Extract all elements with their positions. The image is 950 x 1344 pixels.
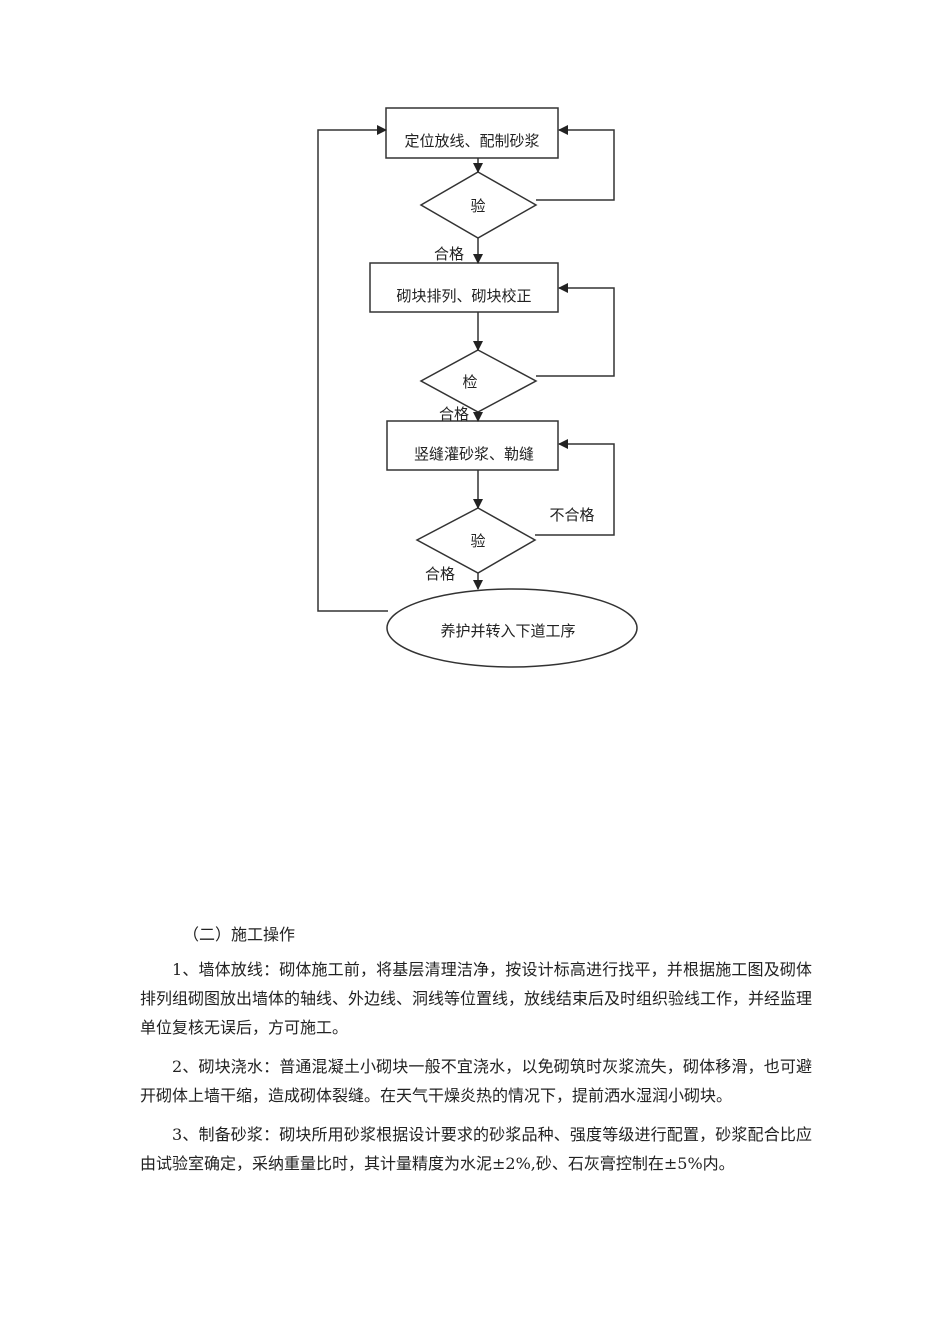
- step1-box: [385, 107, 559, 159]
- step1-label: 定位放线、配制砂浆: [404, 132, 539, 150]
- pass1-label: 合格: [434, 245, 464, 263]
- check1-label: 验: [470, 197, 485, 215]
- section-body: （二）施工操作 1、墙体放线：砌体施工前，将基层清理洁净，按设计标高进行找平，并…: [140, 920, 812, 1188]
- section-heading: （二）施工操作: [183, 925, 296, 944]
- end-label: 养护并转入下道工序: [440, 622, 575, 640]
- fail3-label: 不合格: [549, 506, 594, 524]
- step3-label: 竖缝灌砂浆、勒缝: [414, 445, 534, 463]
- paragraph: 1、墙体放线：砌体施工前，将基层清理洁净，按设计标高进行找平，并根据施工图及砌体…: [140, 960, 813, 1037]
- paragraph: 3、制备砂浆：砌块所用砂浆根据设计要求的砂浆品种、强度等级进行配置，砂浆配合比应…: [140, 1125, 812, 1173]
- paragraph: 2、砌块浇水：普通混凝土小砌块一般不宜浇水，以免砌筑时灰浆流失，砌体移滑，也可避…: [140, 1057, 812, 1105]
- check2-diamond: [419, 349, 538, 413]
- pass3-label: 合格: [425, 565, 455, 583]
- end-ellipse: [386, 588, 638, 668]
- loop-arrow: [536, 283, 615, 377]
- loop-arrow: [536, 125, 615, 201]
- check2-label: 检: [462, 373, 477, 391]
- step2-label: 砌块排列、砌块校正: [396, 287, 531, 305]
- pass2-label: 合格: [439, 405, 469, 423]
- step3-box: [386, 420, 559, 471]
- construction-flowchart: 定位放线、配制砂浆 验 合格 砌块排列、砌块校正 检 合格 竖缝灌砂浆、勒缝 验…: [317, 107, 638, 668]
- return-arrow: [317, 125, 388, 612]
- step2-box: [369, 262, 559, 313]
- check3-label: 验: [470, 532, 485, 550]
- loop-arrow: [535, 439, 615, 536]
